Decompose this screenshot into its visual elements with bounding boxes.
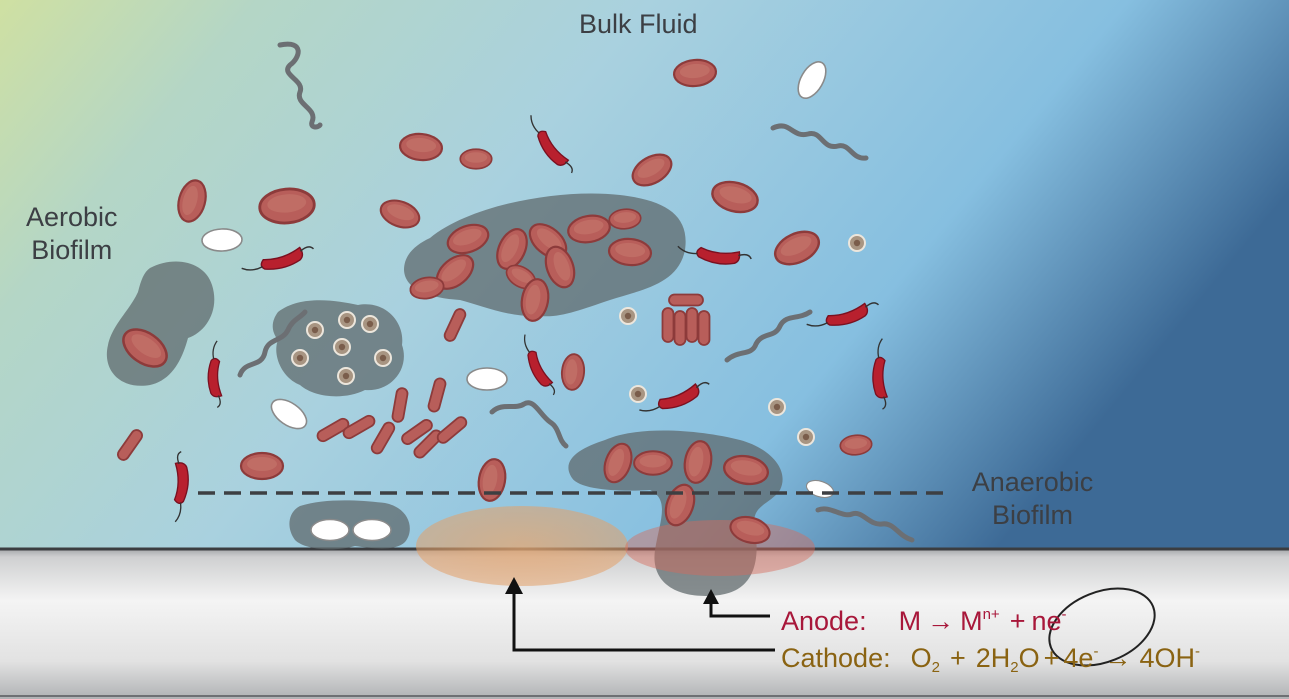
cathode-arrow-icon	[505, 577, 523, 594]
metal-surface	[0, 547, 1289, 699]
electron-highlight-circle	[1048, 587, 1156, 667]
aerobic-biofilm-label: Aerobic Biofilm	[26, 202, 118, 265]
cathode-label: Cathode:	[781, 643, 891, 673]
cathode-equation: Cathode:O2+2H2O+4e-→4OH-	[781, 643, 1200, 676]
anode-reaction-arrow: →	[927, 606, 955, 636]
anode-label: Anode:	[781, 606, 867, 636]
anode-equation: Anode:M→Mn++ne-	[781, 606, 1067, 636]
cathodic-zone	[416, 506, 628, 586]
anaerobic-biofilm-label: Anaerobic Biofilm	[971, 467, 1094, 530]
cathode-reaction-arrow: →	[1104, 643, 1132, 673]
anode-arrow-icon	[703, 589, 719, 604]
anodic-zone	[625, 520, 815, 576]
filamentous-bacteria	[237, 41, 915, 543]
reaction-arrows	[512, 590, 775, 652]
bulk-fluid-label: Bulk Fluid	[579, 9, 698, 39]
surface-biofilm-cluster	[289, 500, 410, 550]
